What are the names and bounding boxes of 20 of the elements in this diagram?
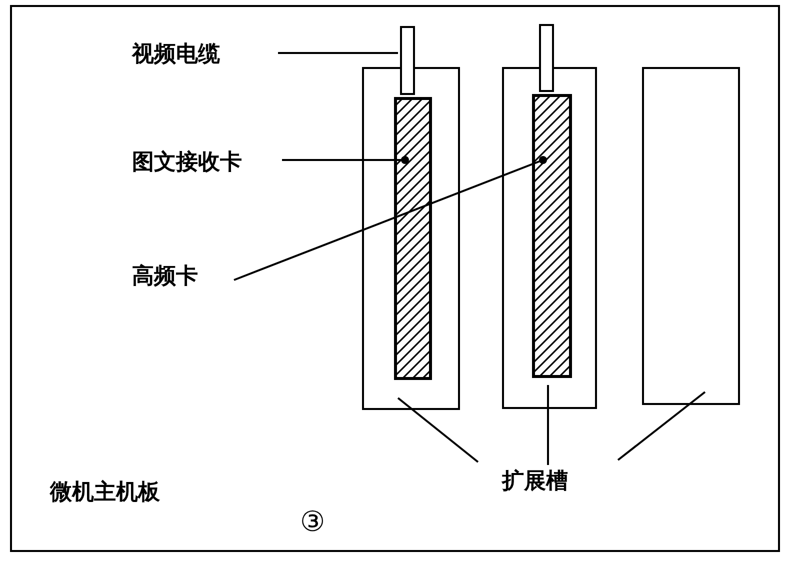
leader-line <box>397 397 479 463</box>
leader-line <box>617 391 706 461</box>
leader-line <box>282 156 409 164</box>
leader-line <box>547 385 549 465</box>
callout-text: 视频电缆 <box>132 42 252 68</box>
cable <box>539 24 554 92</box>
cable <box>400 26 415 95</box>
hatched-card <box>532 94 572 378</box>
figure-number: ③ <box>300 506 325 538</box>
leader-line <box>234 156 547 281</box>
hatched-card <box>394 97 432 380</box>
expansion-slot <box>642 67 740 405</box>
leader-line <box>278 52 398 54</box>
callout-text: 扩展槽 <box>502 469 602 495</box>
circuit-board <box>10 5 780 552</box>
expansion-slot <box>362 67 460 410</box>
board-label: 微机主机板 <box>50 480 160 506</box>
callout-text: 高频卡 <box>132 264 232 290</box>
expansion-slot <box>502 67 597 409</box>
callout-text: 图文接收卡 <box>132 150 282 176</box>
